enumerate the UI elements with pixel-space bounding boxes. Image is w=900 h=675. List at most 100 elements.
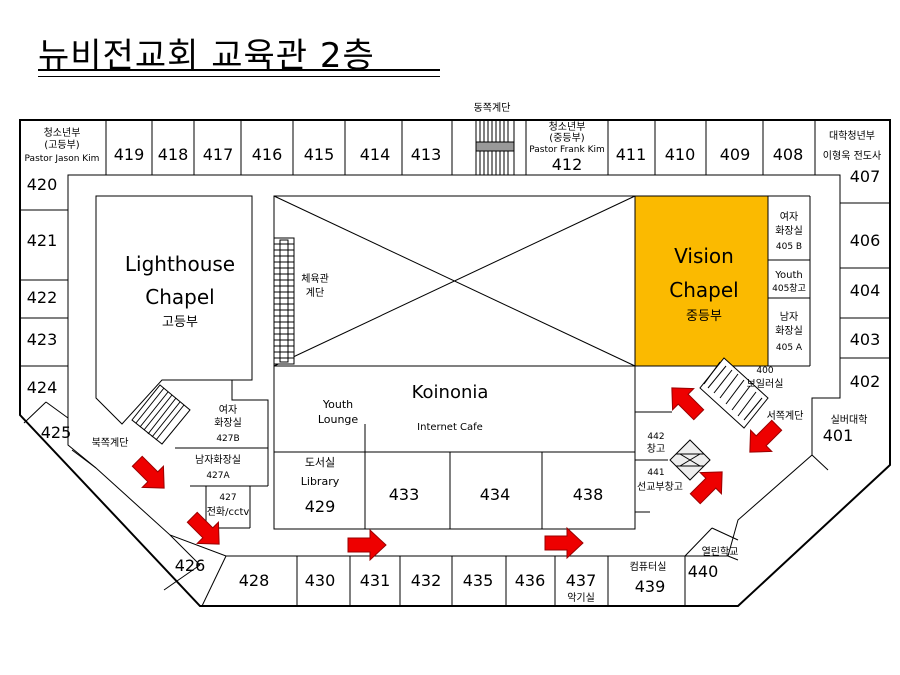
room-403: 403 — [850, 330, 881, 349]
women-rr2-label: 화장실 — [214, 417, 242, 429]
building-outline — [19, 119, 891, 607]
youth-lounge-label: Youth — [322, 398, 353, 411]
lighthouse-chapel-label: Chapel — [145, 285, 214, 309]
lighthouse-chapel — [95, 195, 253, 425]
north-stairs-label: 북쪽계단 — [92, 437, 129, 449]
room-432: 432 — [411, 571, 442, 590]
phone-cctv-label: 전화/cctv — [207, 506, 250, 518]
room-421: 421 — [27, 231, 58, 250]
east-stairs — [475, 119, 515, 176]
room-430: 430 — [305, 571, 336, 590]
open-school-label: 열린학교 — [702, 546, 739, 558]
room-431: 431 — [360, 571, 391, 590]
music-room-label: 악기실 — [567, 592, 595, 604]
room-433: 433 — [389, 485, 420, 504]
computer-room-label: 컴퓨터실 — [630, 561, 667, 573]
elevator-icon — [669, 439, 711, 481]
title-underline — [38, 69, 440, 71]
right-rooms — [811, 202, 890, 471]
room-404: 404 — [850, 281, 881, 300]
gym-stairs-label: 체육관 — [301, 273, 329, 285]
room-437: 437 — [566, 571, 597, 590]
internet-cafe-label: Internet Cafe — [417, 422, 483, 433]
title-underline-thin — [38, 76, 440, 77]
library-en-label: Library — [301, 475, 340, 488]
room-426: 426 — [175, 556, 206, 575]
room-407: 407 — [850, 167, 881, 186]
hs-paren-label: (고등부) — [44, 139, 80, 151]
women-rr-405-label: 여자 — [780, 211, 798, 223]
vision-chapel — [634, 195, 769, 367]
room-402: 402 — [850, 372, 881, 391]
lighthouse-label: Lighthouse — [125, 252, 235, 276]
storage-walls — [634, 411, 672, 529]
room-441: 441 — [647, 468, 664, 478]
pastor-jason-label: Pastor Jason Kim — [25, 154, 100, 164]
koinonia-label: Koinonia — [412, 382, 489, 403]
room-400: 400 — [756, 366, 773, 376]
room-409: 409 — [720, 145, 751, 164]
east-stairs-label: 동쪽계단 — [474, 102, 511, 114]
room-418: 418 — [158, 145, 189, 164]
college-pastor-label: 이형욱 전도사 — [823, 150, 881, 162]
room-406: 406 — [850, 231, 881, 250]
room-410: 410 — [665, 145, 696, 164]
room-439: 439 — [635, 577, 666, 596]
room-412: 412 — [552, 155, 583, 174]
room-420: 420 — [27, 175, 58, 194]
room-436: 436 — [515, 571, 546, 590]
room-440: 440 — [688, 562, 719, 581]
room-423: 423 — [27, 330, 58, 349]
mission-storage-label: 선교부창고 — [637, 481, 683, 493]
storage-label: 창고 — [647, 443, 665, 455]
restroom-block-left — [175, 380, 269, 529]
youth-ministry-ms-label: 청소년부 — [549, 121, 586, 133]
pastor-frank-label: Pastor Frank Kim — [529, 145, 605, 155]
room-435: 435 — [463, 571, 494, 590]
women-rr-405-2-label: 화장실 — [775, 225, 803, 237]
gym-stairs2-label: 계단 — [306, 287, 324, 299]
arrow-icon — [660, 376, 710, 426]
men-rr-405-2-label: 화장실 — [775, 325, 803, 337]
vision-kr-label: 중등부 — [686, 309, 722, 324]
room-428: 428 — [239, 571, 270, 590]
youth-ministry-label: 청소년부 — [44, 127, 81, 139]
youth-lounge2-label: Lounge — [318, 413, 359, 426]
room-429: 429 — [305, 497, 336, 516]
west-stairs-label: 서쪽계단 — [767, 410, 804, 422]
boiler-label: 보일러실 — [747, 378, 784, 390]
room-415: 415 — [304, 145, 335, 164]
room-401: 401 — [823, 426, 854, 445]
room-405b: 405 B — [776, 242, 802, 252]
vision-chapel-label: Chapel — [669, 278, 738, 302]
left-rooms — [20, 209, 97, 469]
vision-side-rooms — [768, 195, 811, 367]
men-rr-405-label: 남자 — [780, 311, 798, 323]
room-411: 411 — [616, 145, 647, 164]
silver-college-label: 실버대학 — [831, 414, 868, 426]
room-425: 425 — [41, 423, 72, 442]
room-405-storage: 405창고 — [772, 283, 806, 294]
room-427: 427 — [219, 493, 236, 503]
gym-stairs — [273, 237, 295, 365]
room-408: 408 — [773, 145, 804, 164]
room-427a: 427A — [206, 471, 230, 481]
room-424: 424 — [27, 378, 58, 397]
library-kr-label: 도서실 — [305, 456, 335, 469]
lighthouse-kr-label: 고등부 — [162, 315, 198, 330]
college-ministry-label: 대학청년부 — [829, 130, 875, 142]
room-413: 413 — [411, 145, 442, 164]
room-427b: 427B — [216, 434, 239, 444]
north-stairs — [131, 384, 191, 445]
room-405a: 405 A — [776, 343, 803, 353]
room-442: 442 — [647, 432, 664, 442]
bottom-rooms — [163, 527, 739, 607]
top-rooms — [105, 120, 816, 175]
ms-paren-label: (중등부) — [549, 132, 585, 144]
vision-label: Vision — [674, 244, 734, 268]
room-416: 416 — [252, 145, 283, 164]
arrow-icon — [126, 450, 176, 500]
room-419: 419 — [114, 145, 145, 164]
arrow-icon — [544, 527, 584, 559]
